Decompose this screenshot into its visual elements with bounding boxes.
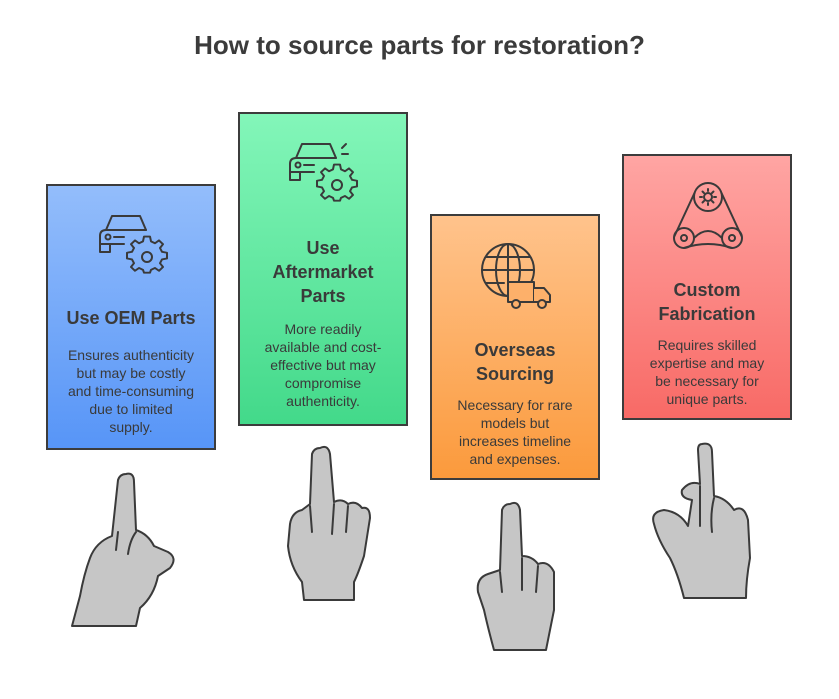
car-gear-icon: [99, 215, 168, 274]
card-heading: Custom Fabrication: [658, 280, 756, 324]
option-card-aftermarket-parts: Use Aftermarket Parts More readily avail…: [238, 112, 408, 426]
globe-truck-icon: [481, 243, 551, 309]
belt-pulley-icon: [673, 182, 743, 249]
page-title: How to source parts for restoration?: [194, 30, 645, 60]
pointing-hand-icon: [71, 472, 175, 627]
option-card-overseas-sourcing: Overseas Sourcing Necessary for rare mod…: [430, 214, 600, 480]
option-card-oem-parts: Use OEM Parts Ensures authenticity but m…: [46, 184, 216, 450]
card-description: Ensures authenticity but may be costly a…: [67, 347, 195, 435]
pointing-hand-icon: [476, 501, 555, 651]
card-description: Requires skilled expertise and may be ne…: [649, 337, 765, 407]
option-card-custom-fabrication: Custom Fabrication Requires skilled expe…: [622, 154, 792, 420]
card-heading: Overseas Sourcing: [474, 340, 556, 384]
pointing-hand-icon: [652, 442, 751, 599]
card-heading: Use Aftermarket Parts: [272, 238, 374, 306]
car-gear-icon: [289, 143, 358, 202]
card-heading: Use OEM Parts: [66, 308, 196, 328]
card-description: Necessary for rare models but increases …: [457, 397, 573, 467]
card-description: More readily available and cost- effecti…: [264, 321, 382, 409]
pointing-hand-icon: [287, 445, 371, 601]
